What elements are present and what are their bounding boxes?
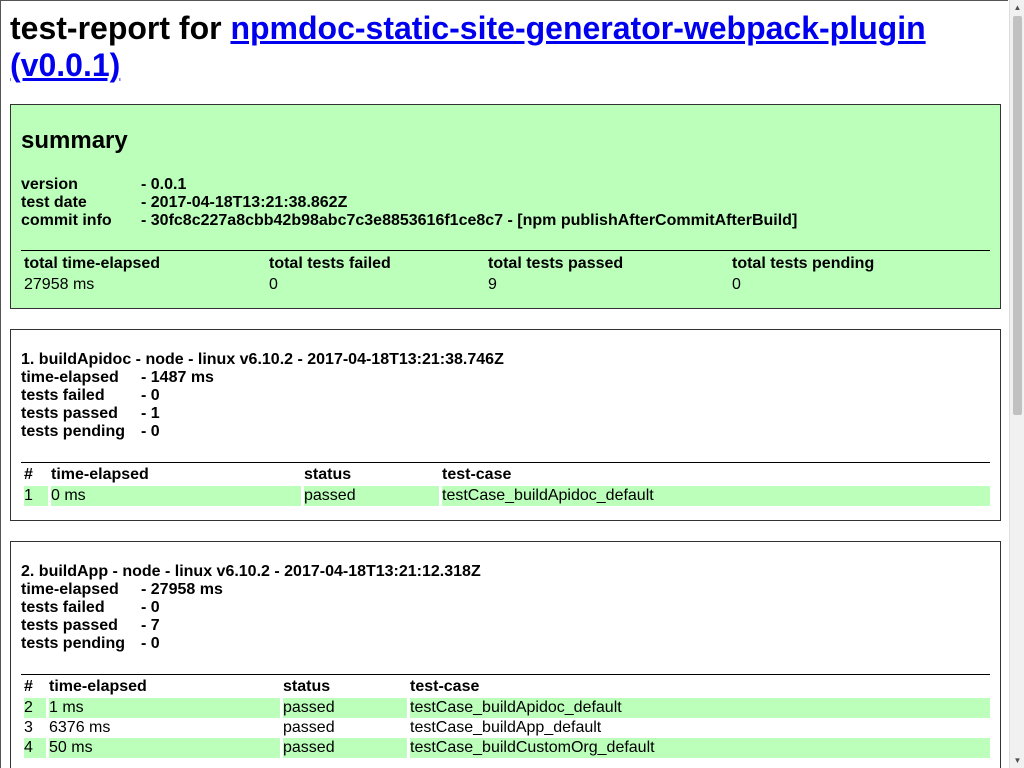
row-status: passed [283, 698, 407, 718]
row-time: 50 ms [49, 738, 280, 758]
time-elapsed-value: - 1487 ms [141, 369, 214, 386]
table-row: 4 50 ms passed testCase_buildCustomOrg_d… [24, 738, 990, 758]
tests-pending-label: tests pending [21, 635, 126, 652]
row-index: 2 [24, 698, 46, 718]
col-test-case: test-case [442, 466, 512, 483]
row-time: 6376 ms [49, 719, 111, 736]
col-time-elapsed: time-elapsed [49, 678, 147, 695]
tests-pending-value: - 0 [141, 423, 160, 440]
time-elapsed-label: time-elapsed [21, 581, 119, 598]
summary-info: version - 0.0.1 test date - 2017-04-18T13:… [21, 176, 797, 230]
col-index: # [24, 678, 33, 695]
table-row: 3 6376 ms passed testCase_buildApp_defau… [24, 718, 990, 738]
table-row: 2 1 ms passed testCase_buildApidoc_defau… [24, 698, 990, 718]
row-time: 1 ms [49, 698, 280, 718]
summary-total-time: 27958 ms [24, 276, 95, 293]
summary-panel: summary version - 0.0.1 test date - 2017-0… [10, 104, 1001, 309]
scroll-up-arrow-icon[interactable]: ▲ [1013, 3, 1022, 12]
test-date-label: test date [21, 194, 87, 211]
tests-failed-label: tests failed [21, 599, 105, 616]
tests-passed-value: - 1 [141, 405, 160, 422]
row-status: passed [304, 486, 439, 506]
tests-passed-label: tests passed [21, 617, 118, 634]
suite-results-table: # time-elapsed status test-case 1 0 ms p… [21, 464, 993, 506]
tests-passed-value: - 7 [141, 617, 160, 634]
col-status: status [283, 678, 331, 695]
suite-panel-buildApp: 2. buildApp - node - linux v6.10.2 - 201… [10, 541, 1001, 768]
commit-info-label: commit info [21, 212, 112, 229]
summary-table: total time-elapsed total tests failed to… [21, 253, 993, 295]
tests-failed-label: tests failed [21, 387, 105, 404]
scrollbar-thumb[interactable] [1013, 16, 1022, 415]
vertical-scrollbar[interactable]: ▲ ▼ [1009, 0, 1024, 768]
scroll-down-arrow-icon[interactable]: ▼ [1013, 756, 1022, 765]
version-label: version [21, 176, 78, 193]
summary-col-passed: total tests passed [488, 255, 624, 272]
tests-pending-value: - 0 [141, 635, 160, 652]
row-test-case: testCase_buildApidoc_default [442, 486, 990, 506]
row-status: passed [283, 719, 335, 736]
suite-title: 1. buildApidoc - node - linux v6.10.2 - … [21, 351, 504, 368]
summary-total-failed: 0 [269, 276, 278, 293]
version-link[interactable]: (v0.0.1) [10, 47, 121, 83]
summary-total-passed: 9 [488, 276, 497, 293]
col-time-elapsed: time-elapsed [51, 466, 149, 483]
suite-results-table: # time-elapsed status test-case 2 1 ms p… [21, 676, 993, 758]
row-test-case: testCase_buildApidoc_default [410, 698, 990, 718]
row-test-case: testCase_buildCustomOrg_default [410, 738, 990, 758]
suite-panel-buildApidoc: 1. buildApidoc - node - linux v6.10.2 - … [10, 329, 1001, 521]
page-title: test-report for npmdoc-static-site-gener… [10, 10, 1008, 84]
summary-col-failed: total tests failed [269, 255, 391, 272]
tests-pending-label: tests pending [21, 423, 126, 440]
suite-divider [21, 674, 990, 675]
summary-heading: summary [21, 127, 128, 154]
package-link[interactable]: npmdoc-static-site-generator-webpack-plu… [230, 10, 926, 46]
col-test-case: test-case [410, 678, 480, 695]
row-index: 1 [24, 486, 48, 506]
row-test-case: testCase_buildApp_default [410, 719, 602, 736]
suite-info: 1. buildApidoc - node - linux v6.10.2 - … [21, 351, 504, 441]
tests-failed-value: - 0 [141, 599, 160, 616]
summary-total-pending: 0 [732, 276, 741, 293]
row-status: passed [283, 738, 407, 758]
title-prefix: test-report for [10, 10, 231, 46]
summary-divider [21, 250, 990, 251]
version-value: - 0.0.1 [141, 176, 187, 193]
tests-passed-label: tests passed [21, 405, 118, 422]
table-row: 1 0 ms passed testCase_buildApidoc_defau… [24, 486, 990, 506]
col-status: status [304, 466, 352, 483]
col-index: # [24, 466, 33, 483]
row-index: 3 [24, 719, 33, 736]
time-elapsed-value: - 27958 ms [141, 581, 223, 598]
test-date-value: - 2017-04-18T13:21:38.862Z [141, 194, 348, 211]
summary-col-time: total time-elapsed [24, 255, 161, 272]
time-elapsed-label: time-elapsed [21, 369, 119, 386]
row-time: 0 ms [51, 486, 301, 506]
suite-title: 2. buildApp - node - linux v6.10.2 - 201… [21, 563, 481, 580]
row-index: 4 [24, 738, 46, 758]
tests-failed-value: - 0 [141, 387, 160, 404]
commit-info-value: - 30fc8c227a8cbb42b98abc7c3e8853616f1ce8… [141, 212, 798, 229]
summary-col-pending: total tests pending [732, 255, 875, 272]
suite-info: 2. buildApp - node - linux v6.10.2 - 201… [21, 563, 481, 653]
suite-divider [21, 462, 990, 463]
